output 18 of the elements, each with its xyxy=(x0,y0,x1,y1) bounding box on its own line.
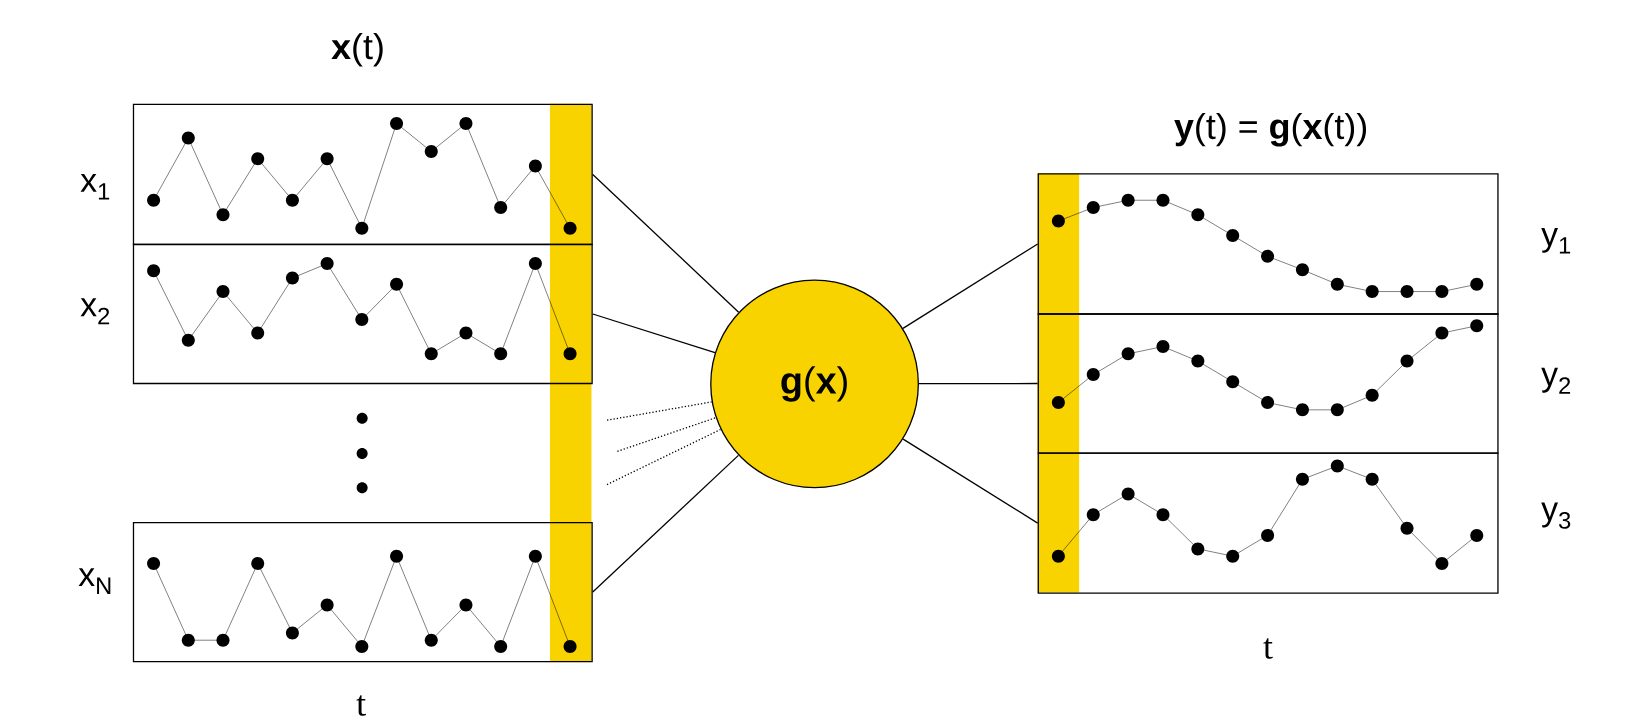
variable-label: x$_{N}$ xyxy=(78,568,111,594)
connector-line xyxy=(606,428,722,486)
variable-label: y$_{1}$ xyxy=(1541,227,1571,254)
connector-line xyxy=(902,438,1039,524)
connector-line xyxy=(616,417,717,452)
connector-line xyxy=(902,243,1039,330)
axis-label: t xyxy=(1263,638,1273,659)
axis-label: t xyxy=(356,695,366,716)
variable-label: x$_{1}$ xyxy=(80,173,110,200)
variable-label: x$_{2}$ xyxy=(80,298,110,325)
variable-label: y$_{3}$ xyxy=(1541,502,1571,529)
variable-label: y$_{2}$ xyxy=(1541,367,1571,394)
connector-line xyxy=(592,454,740,593)
heading-label: x(t) xyxy=(331,33,383,67)
connector-line xyxy=(592,313,716,354)
connector-line xyxy=(592,173,740,313)
connector-line xyxy=(918,382,1039,385)
connector-line xyxy=(606,401,713,421)
